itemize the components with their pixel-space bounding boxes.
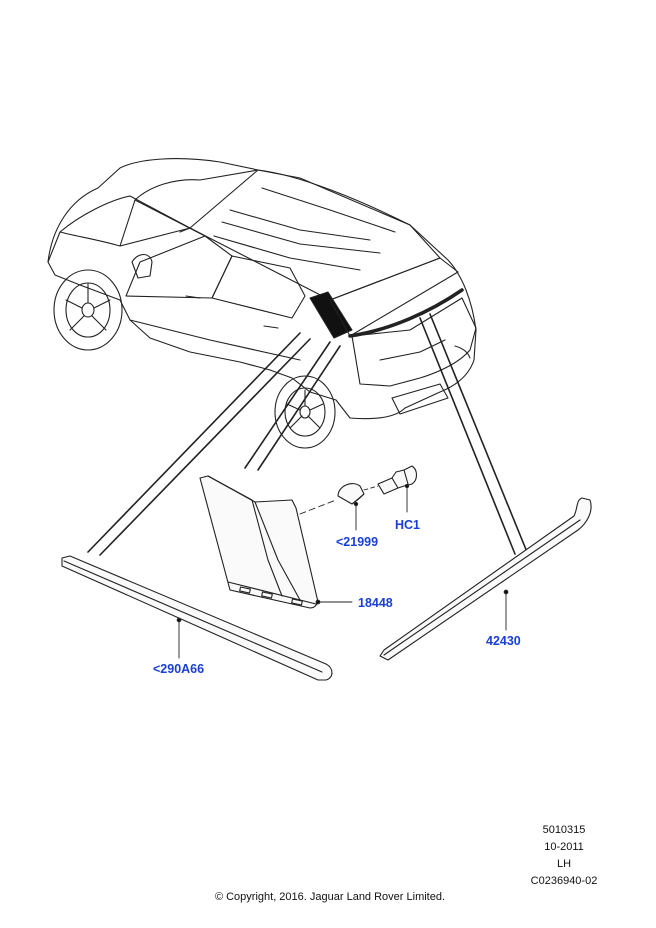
illustration-date: 10-2011	[544, 841, 584, 853]
callout-21999[interactable]: <21999	[336, 535, 379, 549]
callout-hc1[interactable]: HC1	[395, 518, 421, 532]
illustration-number: 5010315	[542, 824, 586, 836]
callout-18448[interactable]: 18448	[358, 596, 393, 610]
clip-hc1[interactable]	[363, 465, 418, 513]
cap-21999[interactable]	[299, 483, 365, 531]
pillar-trim-18448[interactable]	[199, 475, 353, 609]
callout-42430[interactable]: 42430	[486, 634, 521, 648]
illustration-reference: C0236940-02	[530, 875, 598, 887]
copyright-notice: © Copyright, 2016. Jaguar Land Rover Lim…	[214, 891, 446, 903]
moulding-290a66[interactable]	[61, 555, 333, 681]
illustration-side: LH	[556, 858, 572, 870]
vehicle-illustration	[47, 158, 477, 449]
moulding-42430[interactable]	[379, 497, 592, 661]
leader-lines	[87, 313, 528, 556]
callout-290a66[interactable]: <290A66	[153, 662, 205, 676]
